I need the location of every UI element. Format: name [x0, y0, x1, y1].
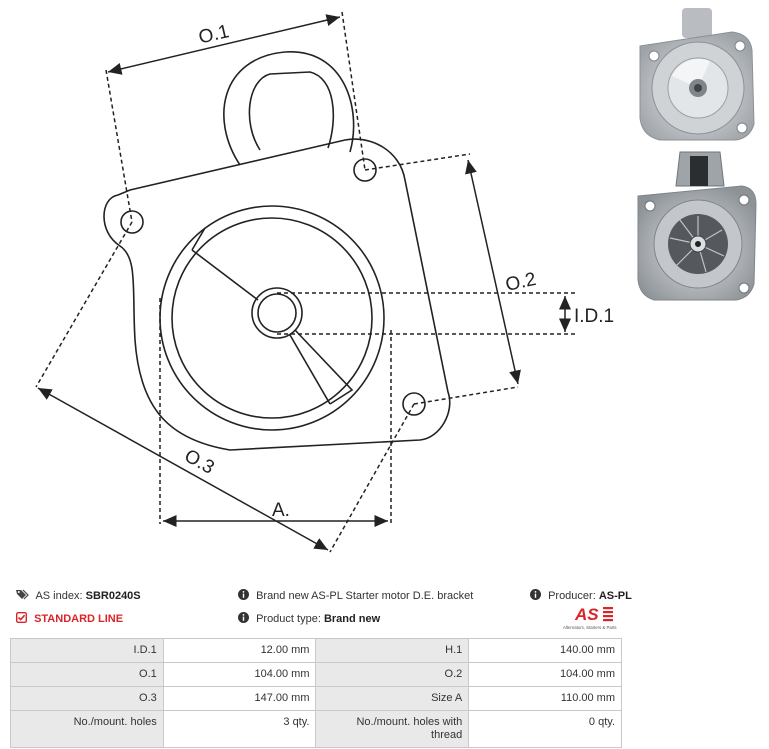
spec-label: O.2: [315, 662, 470, 687]
dim-o1: [107, 14, 341, 75]
spec-label: O.3: [10, 686, 164, 711]
spec-label: No./mount. holes with thread: [315, 710, 470, 748]
table-row: O.1 104.00 mm O.2 104.00 mm: [10, 662, 622, 687]
spec-value: 3 qty.: [162, 710, 317, 748]
label-id1: I.D.1: [574, 306, 614, 327]
dim-o3: [37, 387, 329, 551]
spec-value: 147.00 mm: [162, 686, 317, 711]
mount-hole-bottom-right: [402, 392, 426, 416]
product-type-label: Product type:: [256, 613, 321, 625]
producer-value: AS-PL: [598, 590, 632, 602]
bushing-outer: [251, 287, 303, 339]
bracket-top-lug: [223, 51, 355, 166]
as-index-label: AS index:: [35, 590, 83, 602]
product-photo-front: [632, 146, 764, 306]
description: Brand new AS-PL Starter motor D.E. brack…: [238, 589, 473, 602]
table-row: O.3 147.00 mm Size A 110.00 mm: [10, 686, 622, 711]
info-circle-icon: [530, 589, 541, 600]
mount-hole-top-right: [353, 158, 377, 182]
mount-hole-left: [120, 210, 144, 234]
spec-label: O.1: [10, 662, 164, 687]
tags-icon: [16, 589, 29, 600]
spec-value: 110.00 mm: [468, 686, 622, 711]
product-photo-back: [632, 6, 764, 146]
bushing-inner: [257, 293, 297, 333]
table-row: No./mount. holes 3 qty. No./mount. holes…: [10, 710, 622, 748]
label-a: A.: [272, 500, 290, 521]
label-o3: O.3: [181, 445, 218, 478]
spec-label: I.D.1: [10, 638, 164, 663]
info-circle-icon: [238, 612, 249, 623]
bore-inner: [171, 217, 373, 419]
spec-value: 140.00 mm: [468, 638, 622, 663]
as-index-value: SBR0240S: [85, 590, 141, 602]
standard-line-label: STANDARD LINE: [34, 613, 124, 625]
spec-value: 0 qty.: [468, 710, 622, 748]
as-pl-logo: AS Alternators, Starters & Parts: [563, 605, 617, 630]
check-square-icon: [16, 612, 27, 623]
spec-value: 12.00 mm: [162, 638, 317, 663]
bracket-top-lug-inner: [248, 71, 335, 151]
standard-line-badge: STANDARD LINE: [16, 612, 123, 625]
spec-table: I.D.1 12.00 mm H.1 140.00 mm O.1 104.00 …: [10, 638, 622, 748]
as-index: AS index: SBR0240S: [16, 589, 141, 602]
producer-label: Producer:: [548, 590, 596, 602]
bore-outer: [159, 205, 385, 431]
producer: Producer: AS-PL: [530, 589, 632, 602]
description-text: Brand new AS-PL Starter motor D.E. brack…: [256, 590, 474, 602]
spec-value: 104.00 mm: [162, 662, 317, 687]
spec-value: 104.00 mm: [468, 662, 622, 687]
label-o2: O.2: [504, 269, 538, 296]
sector-cutout: [191, 227, 354, 405]
spec-label: H.1: [315, 638, 470, 663]
technical-drawing: O.1 O.2 O.3 I.D.1 A.: [35, 11, 614, 553]
dim-o2: [465, 159, 521, 385]
spec-label: Size A: [315, 686, 470, 711]
svg-text:Alternators, Starters & Parts: Alternators, Starters & Parts: [563, 625, 617, 630]
table-row: I.D.1 12.00 mm H.1 140.00 mm: [10, 638, 622, 663]
spec-label: No./mount. holes: [10, 710, 164, 748]
product-type-value: Brand new: [323, 613, 381, 625]
info-circle-icon: [238, 589, 249, 600]
svg-text:AS: AS: [574, 605, 599, 624]
product-type: Product type: Brand new: [238, 612, 380, 625]
